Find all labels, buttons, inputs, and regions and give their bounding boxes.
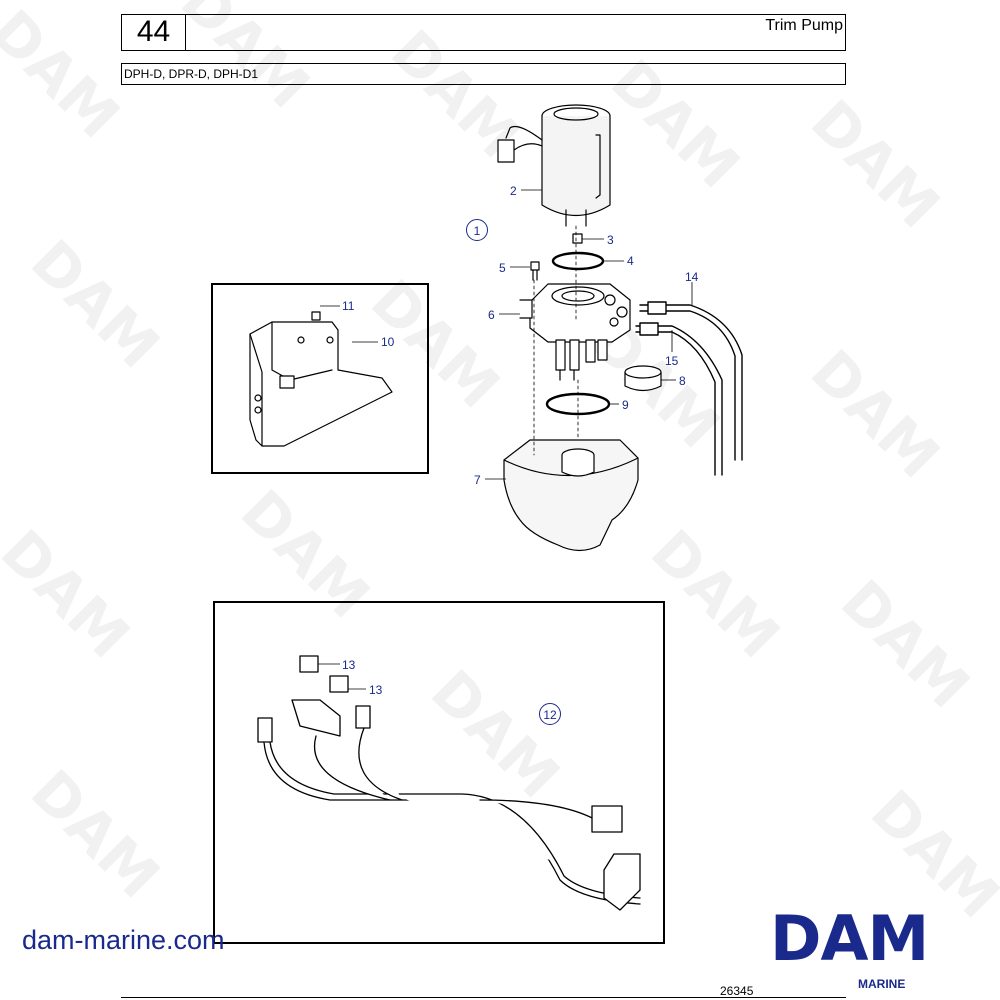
callout-13: 13	[342, 658, 356, 672]
callout-10: 10	[381, 335, 395, 349]
bracket-inset-frame	[211, 283, 429, 474]
callout-12: 12	[539, 703, 561, 725]
page-title: Trim Pump	[765, 17, 843, 34]
valve-block-part	[519, 283, 631, 381]
page-number: 44	[121, 14, 186, 51]
figure-number: 26345	[720, 984, 754, 998]
bracket-part	[249, 311, 393, 447]
callout-5: 5	[499, 261, 506, 275]
models-frame	[121, 63, 846, 85]
callout-1: 1	[466, 219, 488, 241]
website-link[interactable]: dam-marine.com	[22, 925, 225, 955]
motor-part	[497, 104, 611, 227]
callout-2: 2	[510, 184, 517, 198]
filter-cap-part	[624, 365, 662, 392]
callout-14: 14	[685, 270, 699, 284]
callout-8: 8	[679, 374, 686, 388]
harness-part	[257, 655, 641, 911]
brand-logo: DAM	[770, 902, 929, 975]
callout-11: 11	[342, 299, 355, 313]
footer-rule	[121, 997, 846, 998]
callout-7: 7	[474, 473, 481, 487]
callout-3: 3	[607, 233, 614, 247]
harness-inset-frame	[213, 601, 665, 944]
callout-6: 6	[488, 308, 495, 322]
callout-13: 13	[369, 683, 383, 697]
brand-subtitle: MARINE	[858, 977, 906, 991]
screw-part	[530, 261, 540, 281]
model-list: DPH-D, DPR-D, DPH-D1	[124, 67, 259, 81]
reservoir-part	[503, 439, 639, 552]
callout-9: 9	[622, 398, 629, 412]
nut-part	[572, 233, 583, 244]
hose-part	[635, 301, 743, 476]
callout-4: 4	[627, 254, 634, 268]
callout-15: 15	[665, 354, 679, 368]
